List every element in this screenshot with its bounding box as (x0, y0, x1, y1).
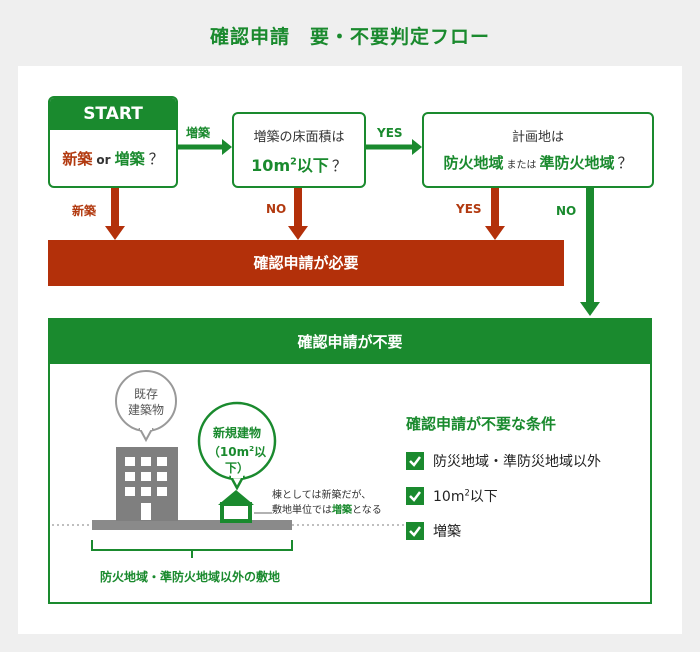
not-required-box: 確認申請が不要 (48, 318, 652, 604)
ground-slab (92, 520, 292, 530)
zone-value: 防火地域または準防火地域？ (443, 154, 633, 172)
existing-bubble-text: 既存 建築物 (127, 387, 164, 417)
label-yes2: YES (456, 202, 482, 216)
start-or: or (96, 153, 111, 167)
condition-item-2: 10m2以下 (406, 486, 498, 506)
arrow-no1-head (288, 226, 308, 240)
start-qmark: ？ (148, 150, 164, 168)
label-yes1: YES (377, 126, 403, 140)
new-building-roof (218, 490, 254, 505)
start-head: START (50, 98, 176, 130)
arrow-no2 (586, 188, 594, 304)
page-title: 確認申請 要・不要判定フロー (209, 26, 490, 48)
ground-label: 防火地域・準防火地域以外の敷地 (99, 570, 280, 584)
label-add: 増築 (186, 126, 211, 140)
arrow-yes2 (491, 188, 499, 228)
label-no2: NO (556, 204, 577, 218)
zone-box: 計画地は 防火地域または準防火地域？ (422, 112, 654, 188)
start-new: 新築 (62, 150, 93, 168)
arrow-no1 (294, 188, 302, 228)
arrow-yes2-head (485, 226, 505, 240)
check-icon (406, 522, 424, 540)
check-icon (406, 487, 424, 505)
arrow-yes1-head (412, 139, 422, 155)
arrow-no2-head (580, 302, 600, 316)
condition-item-3: 増築 (406, 521, 461, 541)
area-question: 増築の床面積は (253, 130, 345, 145)
start-add: 増築 (114, 150, 145, 168)
zone-question: 計画地は (511, 130, 564, 145)
area-box: 増築の床面積は 10m2以下？ (232, 112, 366, 188)
arrow-add-head (222, 139, 232, 155)
not-required-head: 確認申請が不要 (50, 320, 650, 364)
building-windows (125, 457, 167, 520)
arrow-new (111, 188, 119, 228)
ground-bracket (91, 540, 293, 551)
label-no1: NO (266, 202, 287, 216)
condition-item-1: 防災地域・準防災地域以外 (406, 451, 601, 471)
check-icon (406, 452, 424, 470)
arrow-new-head (105, 226, 125, 240)
required-bar: 確認申請が必要 (48, 240, 564, 286)
label-new: 新築 (72, 204, 97, 218)
new-building (220, 502, 252, 523)
annotation-note: 棟としては新築だが、 敷地単位では増築となる (272, 490, 382, 516)
conditions-title: 確認申請が不要な条件 (406, 415, 557, 433)
area-value: 10m2以下？ (251, 156, 347, 175)
new-bubble-text: 新規建物 （10m2以下） (207, 426, 267, 475)
